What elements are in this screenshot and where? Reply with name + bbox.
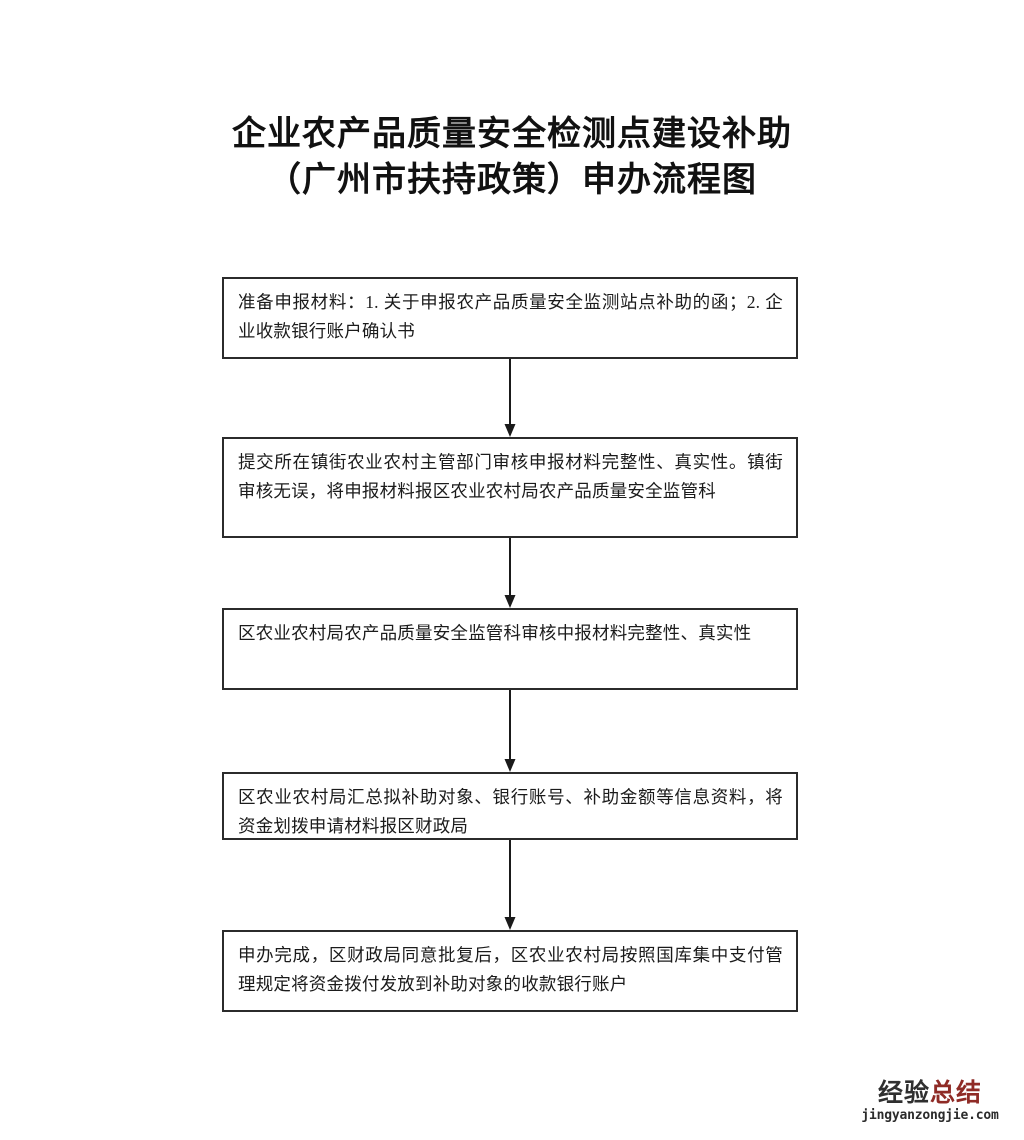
arrow-down-icon	[504, 840, 516, 930]
flow-node-step-1: 准备申报材料：1. 关于申报农产品质量安全监测站点补助的函；2. 企业收款银行账…	[222, 277, 798, 359]
arrow-down-icon	[504, 359, 516, 437]
page-title-line-2: （广州市扶持政策）申办流程图	[267, 162, 757, 199]
flow-connector-2	[498, 538, 522, 608]
flow-node-step-4: 区农业农村局汇总拟补助对象、银行账号、补助金额等信息资料，将资金划拨申请材料报区…	[222, 772, 798, 840]
flow-node-step-1-text: 准备申报材料：1. 关于申报农产品质量安全监测站点补助的函；2. 企业收款银行账…	[238, 292, 783, 341]
watermark-url: jingyanzongjie.com	[861, 1108, 999, 1123]
flow-connector-4	[498, 840, 522, 930]
flow-connector-1	[498, 359, 522, 437]
watermark-brand-red: 总结	[930, 1079, 983, 1107]
flow-node-step-3: 区农业农村局农产品质量安全监管科审核中报材料完整性、真实性	[222, 608, 798, 690]
flow-node-step-5-text: 申办完成，区财政局同意批复后，区农业农村局按照国库集中支付管理规定将资金拨付发放…	[238, 945, 783, 994]
watermark-brand-dark: 经验	[877, 1079, 930, 1107]
page-title: 企业农产品质量安全检测点建设补助 （广州市扶持政策）申办流程图	[0, 112, 1024, 204]
arrow-down-icon	[504, 538, 516, 608]
flow-node-step-2-text: 提交所在镇街农业农村主管部门审核申报材料完整性、真实性。镇街审核无误，将申报材料…	[238, 452, 783, 501]
watermark-brand: 经验总结	[854, 1079, 1006, 1107]
arrow-down-icon	[504, 690, 516, 772]
watermark: 经验总结 jingyanzongjie.com	[854, 1079, 1006, 1124]
flow-node-step-2: 提交所在镇街农业农村主管部门审核申报材料完整性、真实性。镇街审核无误，将申报材料…	[222, 437, 798, 538]
page-title-line-1: 企业农产品质量安全检测点建设补助	[232, 116, 792, 153]
flow-node-step-5: 申办完成，区财政局同意批复后，区农业农村局按照国库集中支付管理规定将资金拨付发放…	[222, 930, 798, 1012]
flow-node-step-3-text: 区农业农村局农产品质量安全监管科审核中报材料完整性、真实性	[238, 623, 752, 643]
flow-connector-3	[498, 690, 522, 772]
flow-node-step-4-text: 区农业农村局汇总拟补助对象、银行账号、补助金额等信息资料，将资金划拨申请材料报区…	[238, 787, 783, 836]
